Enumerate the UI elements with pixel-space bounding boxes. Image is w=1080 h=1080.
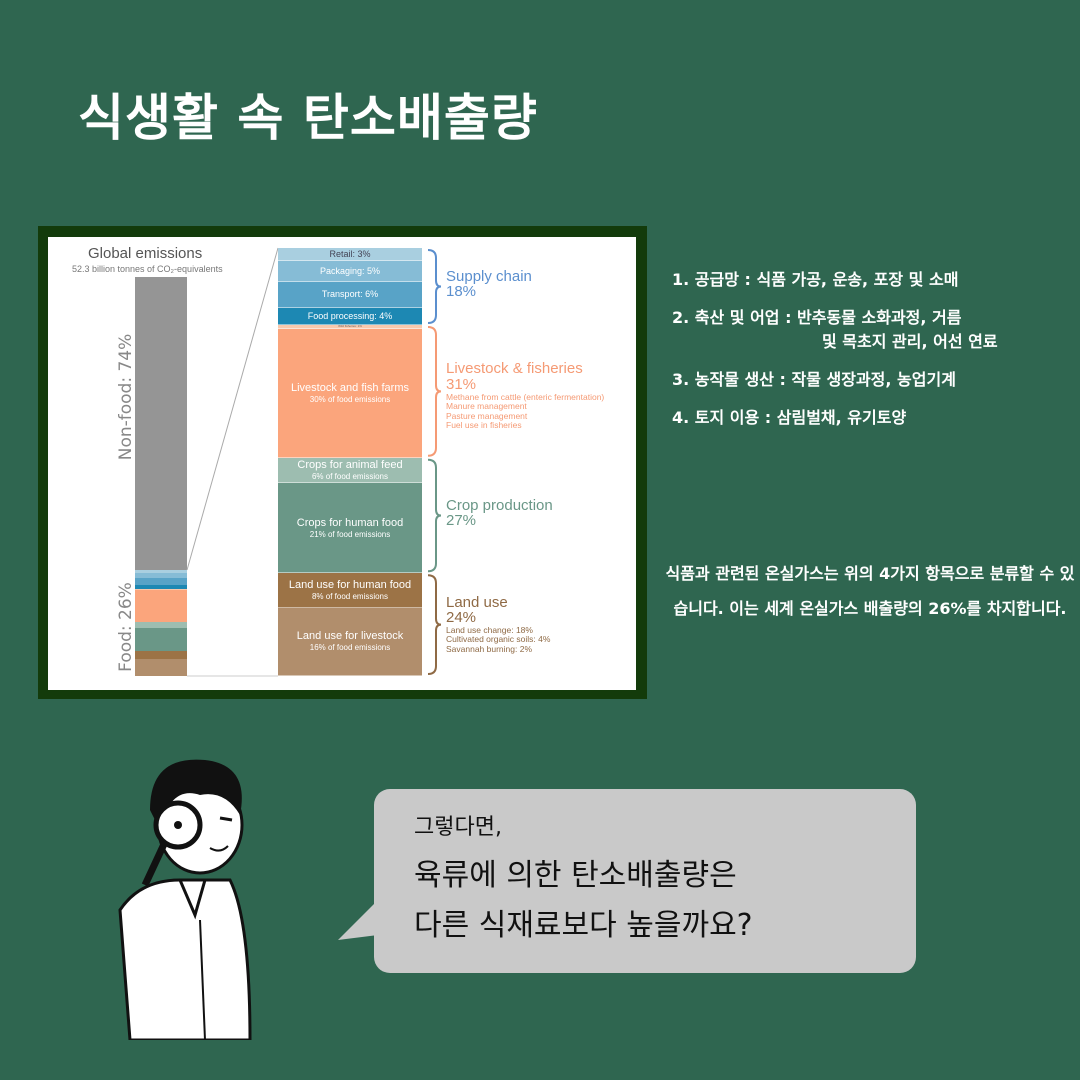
bubble-line-1: 그렇다면, [414, 815, 502, 840]
group-percent: 18% [446, 283, 477, 301]
segment-label: Wild fisheries: 1% [338, 323, 362, 328]
group-detail: Cultivated organic soils: 4% [446, 634, 551, 645]
segment-sublabel: 6% of food emissions [311, 471, 389, 481]
food-bar-segment-5 [135, 590, 187, 622]
food-bar-segment-3 [135, 584, 187, 590]
segment-label: Food processing: 4% [307, 310, 393, 321]
segment-label: Retail: 3% [329, 248, 371, 259]
group-detail: Methane from cattle (enteric fermentatio… [446, 391, 605, 402]
segment-3: Food processing: 4% [278, 307, 422, 326]
note-2: 2. 축산 및 어업 : 반추동물 소화과정, 거름 [672, 308, 962, 327]
group-detail: Manure management [446, 401, 527, 412]
segment-label: Crops for human food [296, 516, 404, 529]
segment-label: Livestock and fish farms [291, 382, 409, 395]
group-bracket-0 [427, 249, 442, 325]
group-percent: 31% [446, 376, 477, 394]
category-notes: 1. 공급망 : 식품 가공, 운송, 포장 및 소매 2. 축산 및 어업 :… [672, 268, 998, 444]
segment-0: Retail: 3% [278, 248, 422, 261]
food-bar-segment-2 [135, 578, 187, 585]
chart-title: Global emissions [88, 245, 203, 262]
group-detail: Pasture management [446, 410, 528, 421]
group-name: Land use [446, 593, 508, 611]
bubble-line-2: 육류에 의한 탄소배출량은 [414, 858, 737, 893]
segment-4: Wild fisheries: 1% [278, 323, 422, 330]
group-bracket-2 [427, 458, 442, 573]
group-bracket-3 [427, 574, 442, 675]
segment-sublabel: 8% of food emissions [311, 591, 389, 601]
food-bar-segment-9 [135, 659, 187, 676]
chart-subtitle: 52.3 billion tonnes of CO₂-equivalents [72, 264, 223, 274]
group-detail: Land use change: 18% [446, 625, 533, 636]
group-percent: 27% [446, 512, 477, 530]
segment-sublabel: 30% of food emissions [309, 394, 391, 404]
note-2-cont: 및 목초지 관리, 어선 연료 [822, 332, 998, 351]
group-name: Crop production [446, 496, 553, 514]
note-3: 3. 농작물 생산 : 작물 생장과정, 농업기계 [672, 370, 956, 389]
segment-2: Transport: 6% [278, 282, 422, 308]
food-bar-segment-4 [135, 589, 187, 591]
group-percent: 24% [446, 609, 477, 627]
emissions-chart: Global emissions 52.3 billion tonnes of … [48, 237, 636, 690]
food-bar-segment-6 [135, 621, 187, 629]
note-1: 1. 공급망 : 식품 가공, 운송, 포장 및 소매 [672, 270, 959, 289]
segment-label: Transport: 6% [321, 289, 379, 300]
segment-label: Packaging: 5% [319, 265, 381, 276]
food-bar [135, 570, 187, 676]
summary-paragraph: 식품과 관련된 온실가스는 위의 4가지 항목으로 분류할 수 있습니다. 이는… [665, 564, 1075, 618]
page-title: 식생활 속 탄소배출량 [78, 89, 538, 147]
group-detail: Fuel use in fisheries [446, 419, 522, 430]
character-illustration [118, 759, 252, 1040]
food-bar-segment-0 [135, 570, 187, 574]
group-name: Livestock & fisheries [446, 360, 583, 378]
bubble-tail [338, 900, 378, 940]
segment-sublabel: 16% of food emissions [309, 642, 391, 652]
segment-1: Packaging: 5% [278, 260, 422, 283]
segment-label: Land use for livestock [296, 630, 404, 643]
note-4: 4. 토지 이용 : 삼림벌채, 유기토양 [672, 408, 907, 427]
segment-label: Land use for human food [288, 578, 412, 591]
bubble-question: 육류에 의한 탄소배출량은 다른 식재료보다 높을까요? [414, 851, 753, 951]
group-bracket-1 [427, 326, 442, 457]
food-bar-segment-7 [135, 628, 187, 651]
group-name: Supply chain [446, 267, 532, 285]
segment-sublabel: 21% of food emissions [309, 529, 391, 539]
segment-label: Crops for animal feed [297, 459, 403, 472]
food-bar-segment-8 [135, 650, 187, 660]
food-bar-segment-1 [135, 573, 187, 579]
bubble-line-3: 다른 식재료보다 높을까요? [414, 908, 753, 943]
connector-lines [186, 247, 442, 677]
speech-bubble: 그렇다면, 육류에 의한 탄소배출량은 다른 식재료보다 높을까요? [374, 789, 916, 973]
group-detail: Savannah burning: 2% [446, 643, 533, 654]
nonfood-bar [135, 277, 187, 570]
chart-frame: Global emissions 52.3 billion tonnes of … [38, 226, 647, 699]
